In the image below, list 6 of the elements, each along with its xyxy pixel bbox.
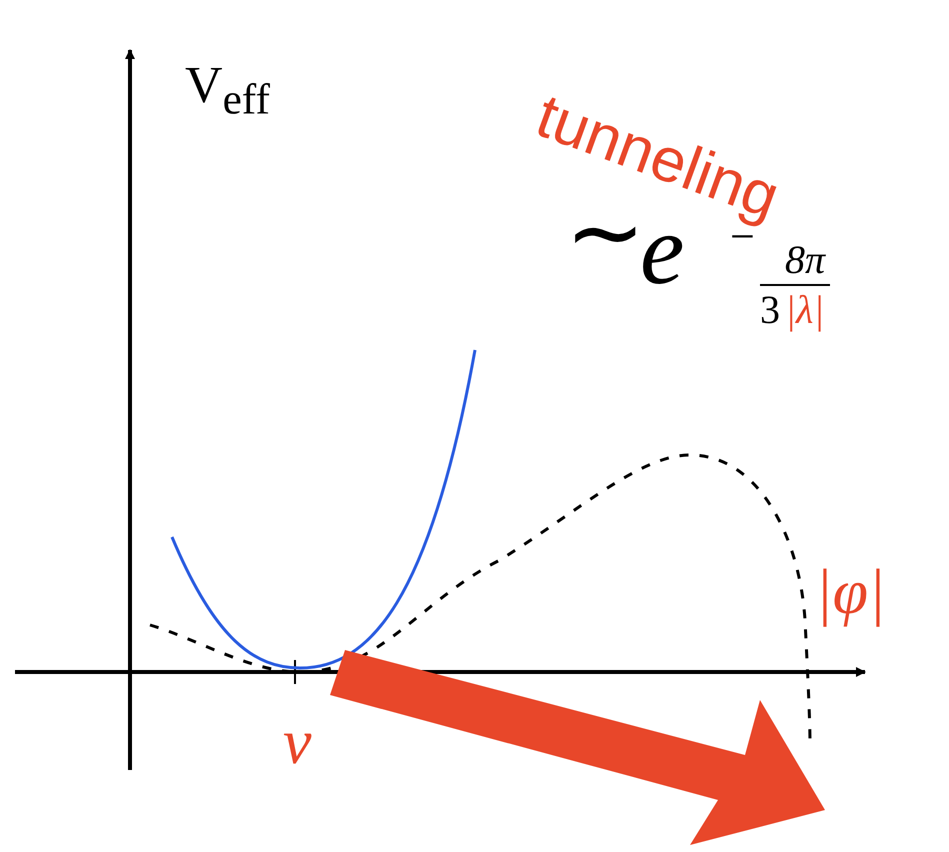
formula-denominator-lambda: |λ| — [785, 290, 824, 330]
formula-exponential: e — [640, 200, 684, 300]
formula-denominator: 3 — [760, 290, 780, 330]
point-label: v — [283, 710, 312, 774]
formula-numerator: 8π — [785, 240, 826, 280]
axis-label: V$_{eff}$ — [185, 60, 270, 122]
